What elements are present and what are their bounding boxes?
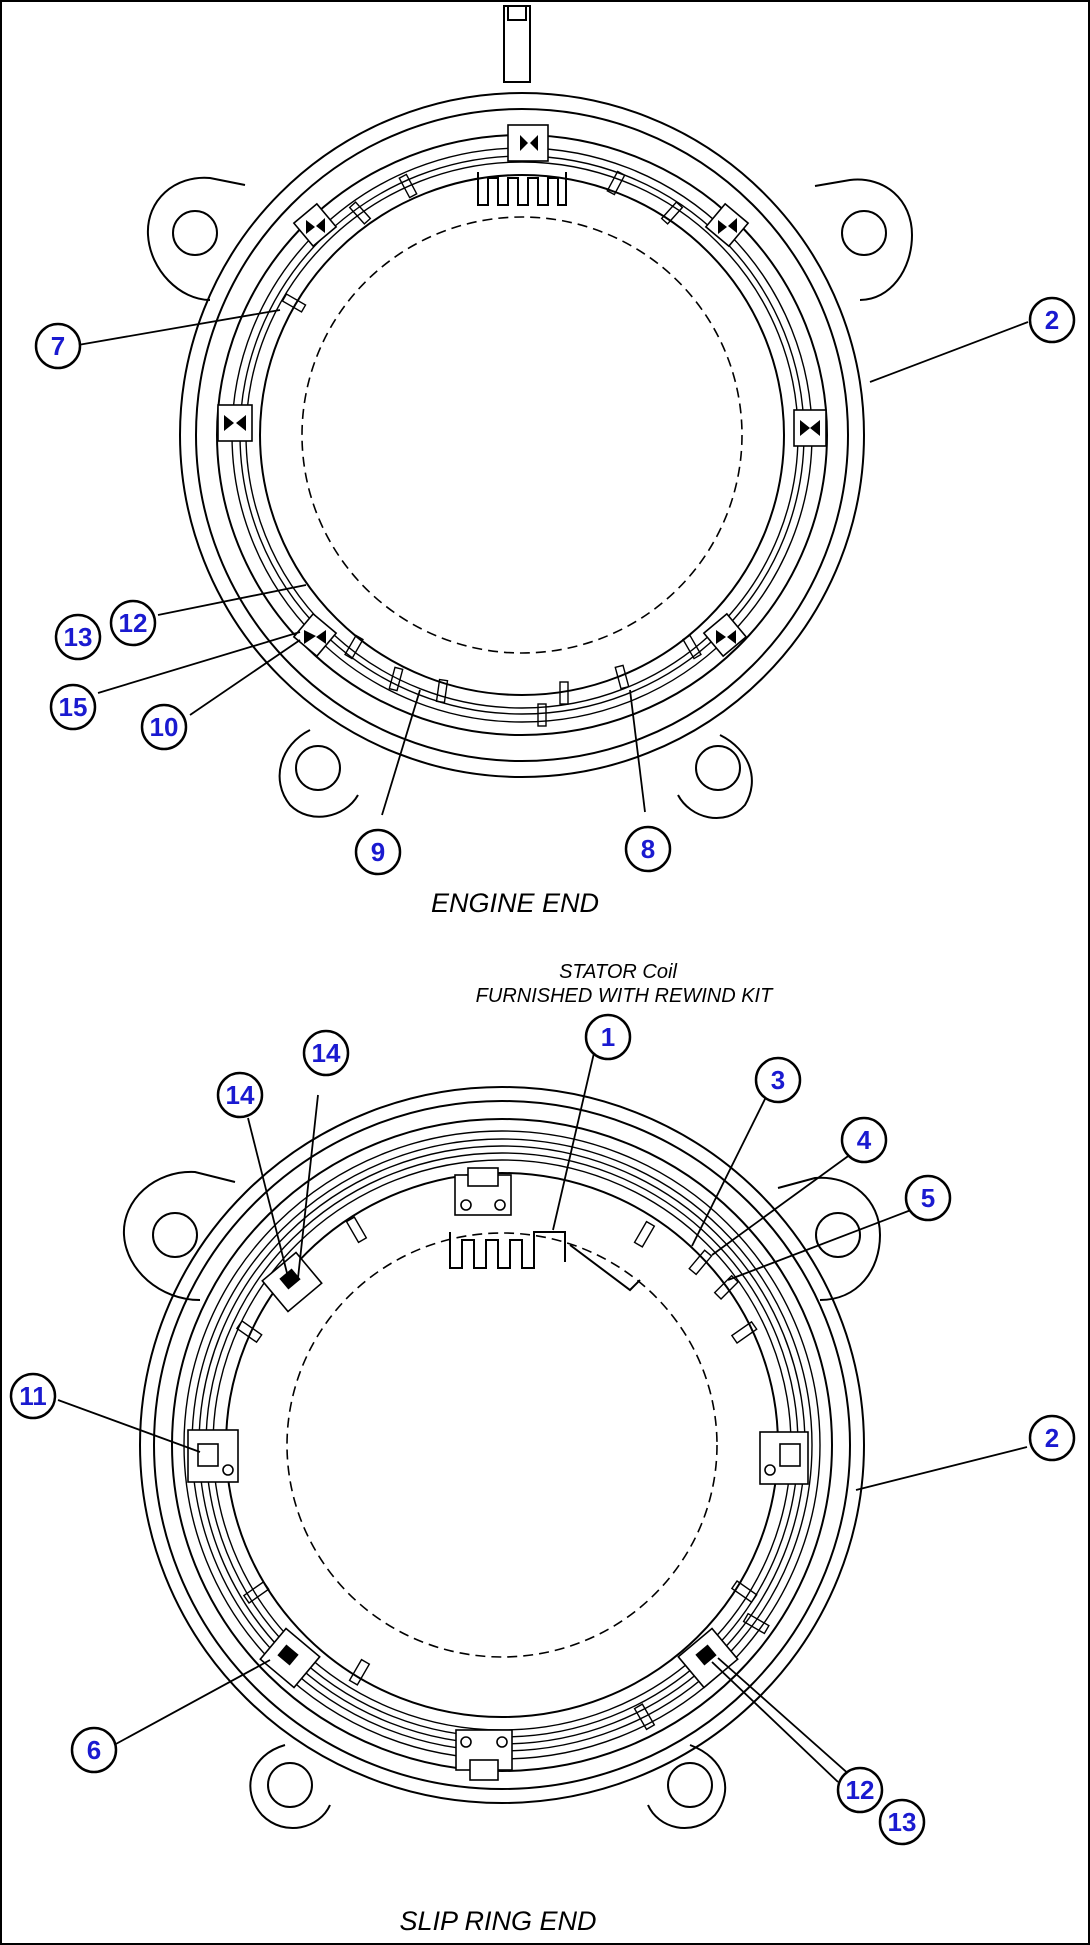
callout-13: 13	[54, 613, 102, 661]
stator-coil-note-line2: FURNISHED WITH REWIND KIT	[476, 985, 774, 1007]
callout-12: 12	[109, 599, 157, 647]
callout-8: 8	[624, 825, 672, 873]
ee-clamp-l	[217, 404, 253, 442]
callout-6: 6	[70, 1726, 118, 1774]
slip-ring-end-drawing: STATOR Coil FURNISHED WITH REWIND KIT	[9, 961, 1076, 1936]
svg-text:12: 12	[119, 608, 148, 638]
slip-ring-end-caption: SLIP RING END	[399, 1906, 596, 1936]
sr-clamp-bl	[259, 1627, 321, 1689]
callout-15: 15	[49, 683, 97, 731]
callout-7: 7	[34, 322, 82, 370]
sr-clamp-tl	[261, 1251, 323, 1313]
ee-clamp-tr	[704, 202, 750, 248]
svg-text:1: 1	[601, 1022, 615, 1052]
callout-9: 9	[354, 828, 402, 876]
callout-5: 5	[904, 1174, 952, 1222]
callout-1: 1	[584, 1013, 632, 1061]
stator-coil-note-line1: STATOR Coil	[559, 961, 677, 983]
callout-2: 2	[1028, 296, 1076, 344]
sr-clamp-br	[677, 1627, 739, 1689]
ee-clamp-r	[793, 409, 827, 447]
ee-clamp-br	[702, 612, 748, 658]
engine-end-drawing: 7 2 13 12 15 10 9 8 ENGINE END	[34, 5, 1076, 918]
callout-2-slip: 2	[1028, 1414, 1076, 1462]
svg-text:7: 7	[51, 331, 65, 361]
sr-clamp-b	[455, 1729, 513, 1781]
svg-text:13: 13	[888, 1807, 917, 1837]
sr-clamp-r	[759, 1431, 809, 1485]
callout-11: 11	[9, 1372, 57, 1420]
callout-10: 10	[140, 703, 188, 751]
svg-text:2: 2	[1045, 1423, 1059, 1453]
svg-text:6: 6	[87, 1735, 101, 1765]
callout-3: 3	[754, 1056, 802, 1104]
callout-12-slip: 12	[836, 1766, 884, 1814]
svg-text:10: 10	[150, 712, 179, 742]
callout-14-right: 14	[302, 1029, 350, 1077]
sr-clamp-l	[187, 1429, 239, 1483]
svg-text:13: 13	[64, 622, 93, 652]
ee-clamp-bl	[292, 612, 338, 658]
svg-text:3: 3	[771, 1065, 785, 1095]
svg-text:14: 14	[312, 1038, 341, 1068]
svg-text:4: 4	[857, 1125, 872, 1155]
svg-text:8: 8	[641, 834, 655, 864]
svg-text:12: 12	[846, 1775, 875, 1805]
svg-text:14: 14	[226, 1080, 255, 1110]
svg-text:5: 5	[921, 1183, 935, 1213]
engine-end-caption: ENGINE END	[431, 888, 599, 918]
callout-13-slip: 13	[878, 1798, 926, 1846]
callout-4: 4	[840, 1116, 888, 1164]
ee-clamp-tl	[292, 202, 338, 248]
svg-text:11: 11	[19, 1381, 47, 1411]
svg-text:2: 2	[1045, 305, 1059, 335]
svg-text:9: 9	[371, 837, 385, 867]
callout-14-left: 14	[216, 1071, 264, 1119]
svg-text:15: 15	[59, 692, 88, 722]
